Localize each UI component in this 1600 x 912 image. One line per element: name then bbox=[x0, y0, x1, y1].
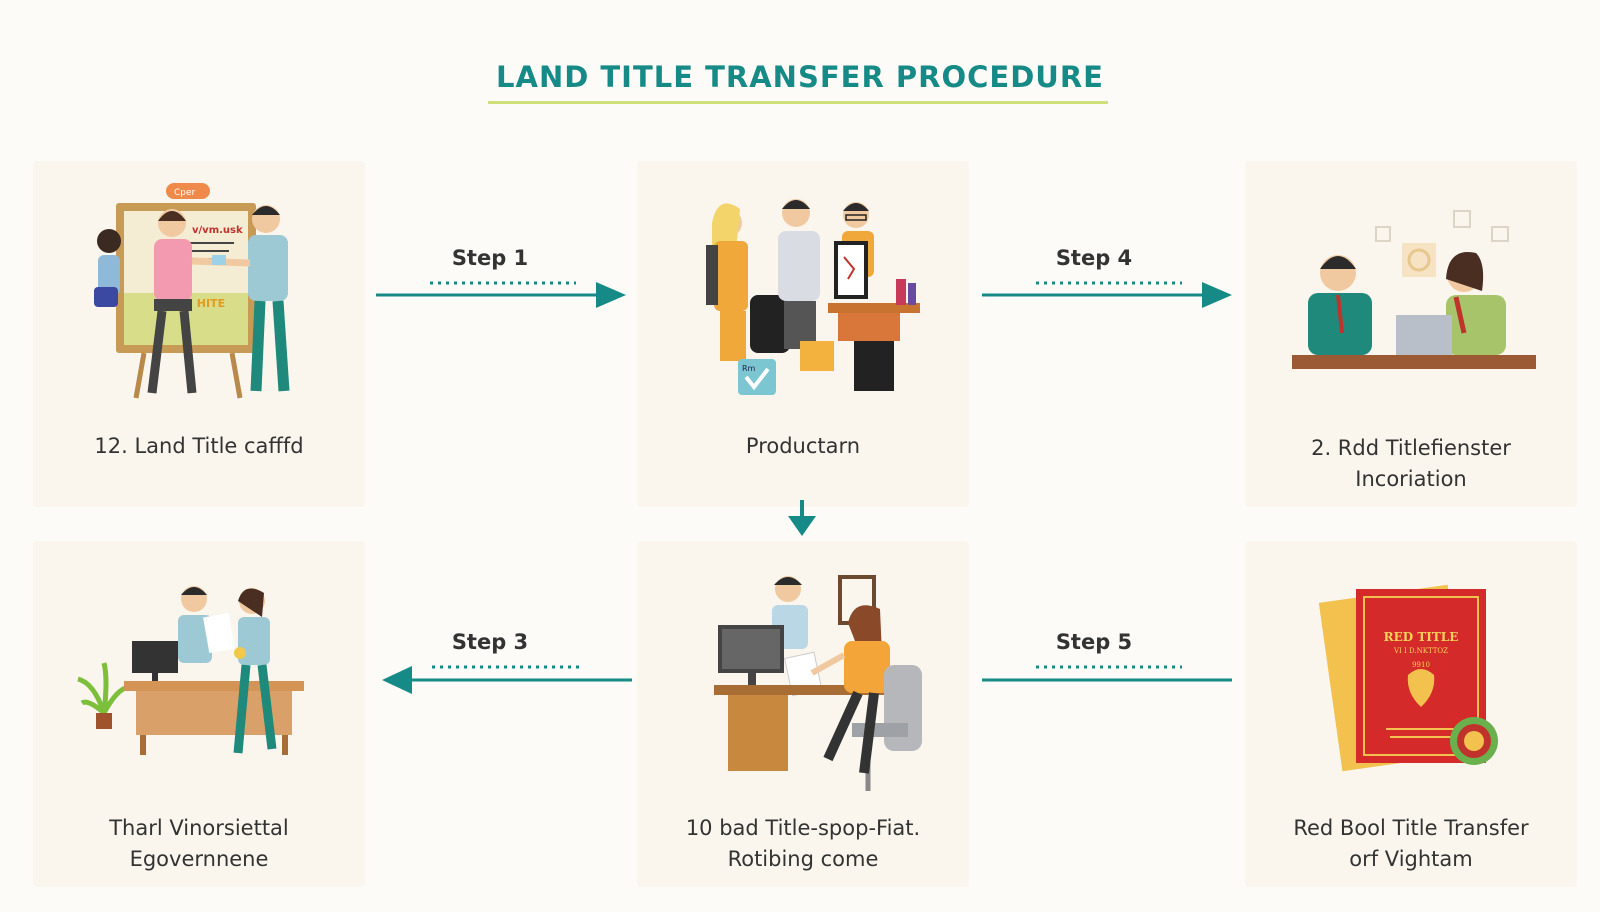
reception-desk-illustration bbox=[77, 586, 304, 755]
step-4-arrow bbox=[982, 281, 1232, 308]
step-card-title-processing: 10 bad Title-spop-Fiat. Rotibing come bbox=[637, 541, 969, 887]
step-card-caption: 2. Rdd Titlefienster Incoriation bbox=[1311, 436, 1511, 491]
step-card-caption: 10 bad Title-spop-Fiat. Rotibing come bbox=[685, 816, 921, 871]
step-1-arrow bbox=[376, 281, 626, 308]
step-card-government: Tharl Vinorsiettal Egovernnene bbox=[33, 541, 365, 887]
svg-text:RED TITLE: RED TITLE bbox=[1384, 630, 1459, 644]
page-title: LAND TITLE TRANSFER PROCEDURE bbox=[496, 60, 1104, 94]
step-4-label: Step 4 bbox=[1055, 246, 1133, 270]
step-5-line bbox=[982, 665, 1232, 682]
step-5-label: Step 5 bbox=[1055, 630, 1133, 654]
clerk-desk-illustration bbox=[714, 575, 922, 791]
svg-text:U HITE: U HITE bbox=[184, 297, 225, 310]
step-card-caption: Tharl Vinorsiettal Egovernnene bbox=[109, 816, 289, 871]
meeting-illustration: v∕vm.usk U HITE Cper bbox=[94, 183, 290, 399]
svg-text:Rm: Rm bbox=[742, 364, 756, 373]
step-card-caption: Red Bool Title Transfer orf Vightam bbox=[1293, 816, 1529, 871]
office-group-illustration: Rm bbox=[706, 199, 920, 395]
step-card-red-book: RED TITLE VI I D.NKTTOZ 9910 Red Bool Ti… bbox=[1245, 541, 1577, 887]
step-3-label: Step 3 bbox=[451, 630, 529, 654]
svg-text:9910: 9910 bbox=[1412, 661, 1430, 669]
red-book-illustration: RED TITLE VI I D.NKTTOZ 9910 bbox=[1318, 584, 1498, 772]
step-card-registration: 2. Rdd Titlefienster Incoriation bbox=[1245, 161, 1577, 507]
officials-desk-illustration bbox=[1292, 210, 1536, 369]
step-card-caption: 12. Land Title cafffd bbox=[94, 434, 304, 458]
step-1-label: Step 1 bbox=[451, 246, 529, 270]
title-underline bbox=[488, 101, 1108, 104]
step-3-arrow bbox=[382, 665, 632, 694]
step-card-land-title: v∕vm.usk U HITE Cper 12. Land Title caff… bbox=[33, 161, 365, 507]
svg-text:Cper: Cper bbox=[174, 188, 196, 198]
down-arrow bbox=[788, 500, 816, 536]
step-card-caption: Productarn bbox=[745, 434, 861, 458]
svg-text:VI I D.NKTTOZ: VI I D.NKTTOZ bbox=[1393, 647, 1448, 655]
svg-text:v∕vm.usk: v∕vm.usk bbox=[192, 225, 243, 236]
step-card-productarn: Rm Productarn bbox=[637, 161, 969, 507]
